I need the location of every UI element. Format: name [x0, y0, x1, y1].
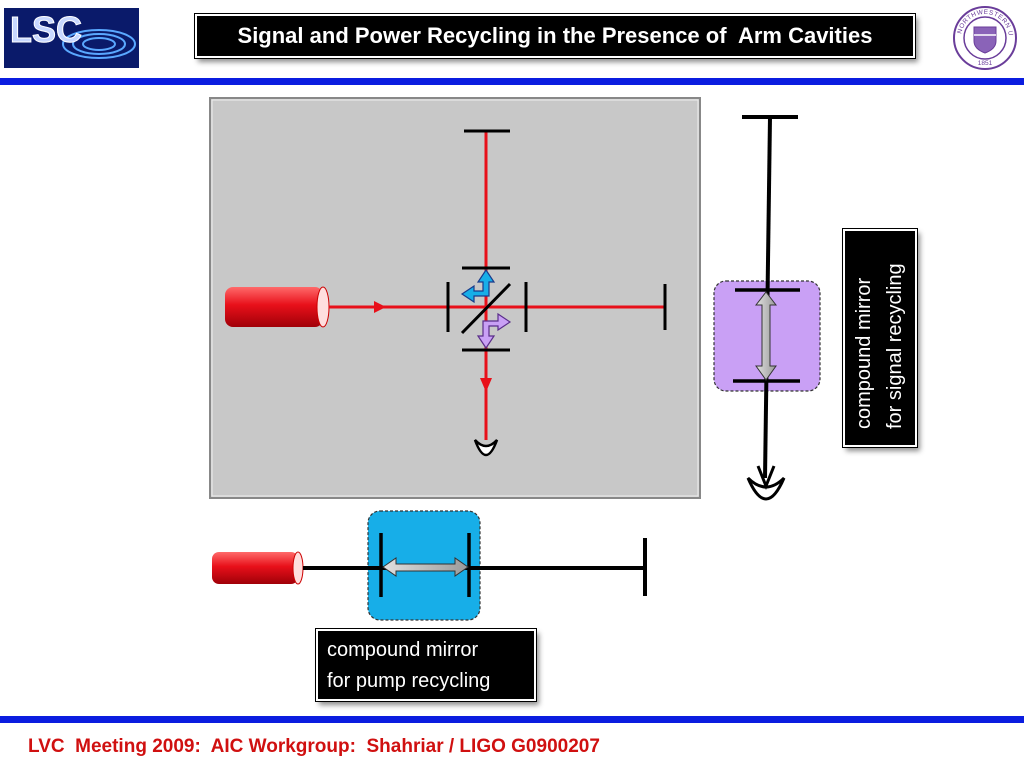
- slide-title: Signal and Power Recycling in the Presen…: [194, 13, 916, 59]
- pump-recycling-arrows: [460, 268, 496, 304]
- arm-cavity-mirrors: [446, 266, 528, 352]
- top-divider: [0, 78, 1024, 85]
- northwestern-seal-logo: NORTHWESTERN UNIVERSITY 1851: [952, 5, 1017, 70]
- svg-text:LSC: LSC: [10, 9, 82, 50]
- bottom-divider: [0, 716, 1024, 723]
- beam-direction-arrow: [374, 301, 386, 313]
- beam-splitter: [460, 282, 512, 335]
- signal-arrowhead: [756, 465, 776, 491]
- signal-double-arrow: [754, 291, 778, 381]
- pump-laser-source: [212, 551, 304, 585]
- pump-label-line-1: compound mirror: [327, 639, 479, 661]
- pump-double-arrow: [382, 557, 469, 577]
- signal-label-line-2: for signal recycling: [884, 263, 906, 429]
- beam-direction-arrow: [480, 378, 492, 392]
- lsc-logo: LSC: [4, 8, 139, 68]
- signal-recycling-arrows: [476, 312, 512, 350]
- slide-footer: LVC Meeting 2009: AIC Workgroup: Shahria…: [28, 736, 600, 757]
- laser-source: [225, 286, 330, 328]
- pump-label-line-2: for pump recycling: [327, 670, 491, 692]
- signal-recycling-label: compound mirror for signal recycling: [842, 228, 918, 448]
- pump-recycling-label: compound mirror for pump recycling: [315, 628, 537, 702]
- detector-icon: [473, 439, 499, 457]
- svg-text:1851: 1851: [978, 60, 993, 67]
- signal-label-line-1: compound mirror: [853, 277, 875, 429]
